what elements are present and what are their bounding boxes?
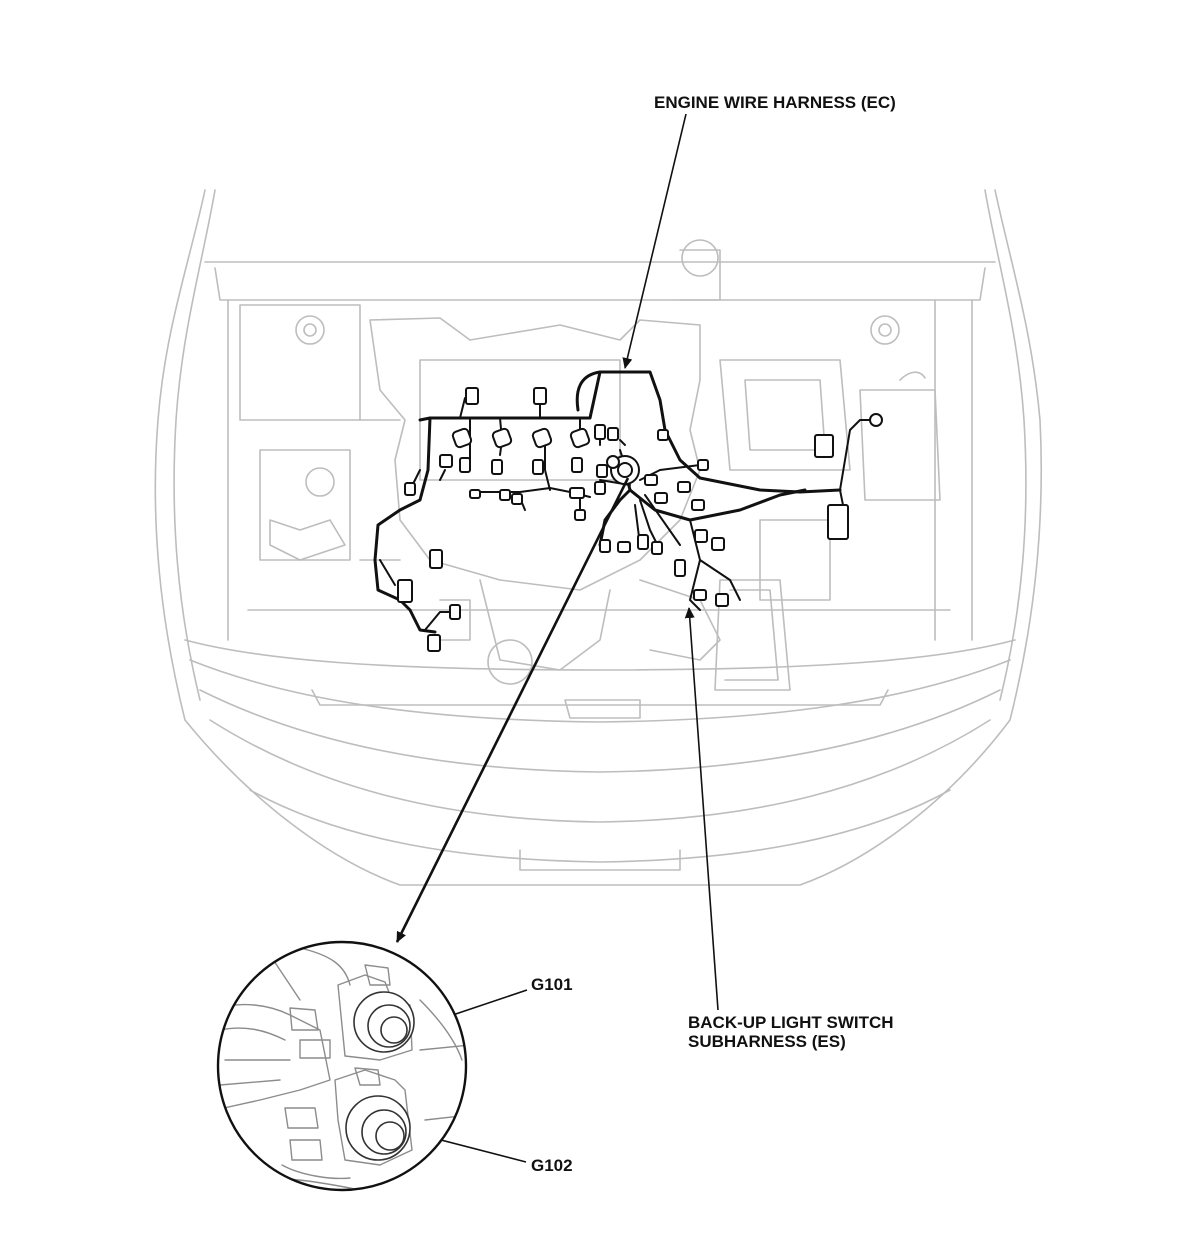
connector — [532, 459, 544, 475]
connector — [657, 429, 669, 441]
connector — [697, 459, 709, 471]
connector — [531, 427, 553, 449]
connector — [574, 509, 586, 521]
connector — [607, 427, 619, 441]
connector — [651, 541, 663, 555]
engine-wire-harness — [373, 370, 871, 634]
connector — [439, 454, 453, 468]
ground-detail-view — [216, 940, 468, 1192]
ground-point — [606, 455, 620, 469]
connector — [869, 413, 883, 427]
connector — [617, 541, 631, 553]
vehicle-outline — [154, 189, 1043, 886]
connector — [691, 499, 705, 511]
connector — [827, 504, 849, 540]
connector — [571, 457, 583, 473]
connector — [459, 457, 471, 473]
connector — [677, 481, 691, 493]
connector — [711, 537, 725, 551]
connector — [427, 634, 441, 652]
connector — [499, 489, 511, 501]
harness-connectors — [397, 387, 883, 652]
connector — [511, 493, 523, 505]
connector — [451, 427, 473, 449]
connector — [491, 459, 503, 475]
connector — [533, 387, 547, 405]
connector — [693, 589, 707, 601]
connector — [715, 593, 729, 607]
connector — [654, 492, 668, 504]
connector — [594, 481, 606, 495]
connector — [429, 549, 443, 569]
connector — [569, 427, 591, 449]
detail-leader — [395, 477, 630, 943]
detail-circle-border — [216, 940, 468, 1192]
connector — [404, 482, 416, 496]
connector — [469, 489, 481, 499]
connector — [465, 387, 479, 405]
engine-harness-leader — [622, 113, 687, 369]
connector — [594, 424, 606, 440]
connector — [449, 604, 461, 620]
engine-wire-harness-label: ENGINE WIRE HARNESS (EC) — [654, 93, 896, 112]
connector — [637, 534, 649, 550]
backup-light-switch-label-line1: BACK-UP LIGHT SWITCH — [688, 1013, 894, 1032]
backup-light-switch-label-line2: SUBHARNESS (ES) — [688, 1032, 846, 1051]
g102-label: G102 — [531, 1156, 573, 1175]
connector — [397, 579, 413, 603]
backup-switch-leader — [684, 607, 719, 1011]
connector — [569, 487, 585, 499]
connector — [491, 427, 513, 449]
g101-label: G101 — [531, 975, 573, 994]
connector — [694, 529, 708, 543]
connector — [599, 539, 611, 553]
connector — [644, 474, 658, 486]
connector — [674, 559, 686, 577]
connector — [596, 464, 608, 478]
ground-point — [617, 462, 633, 478]
connector — [814, 434, 834, 458]
